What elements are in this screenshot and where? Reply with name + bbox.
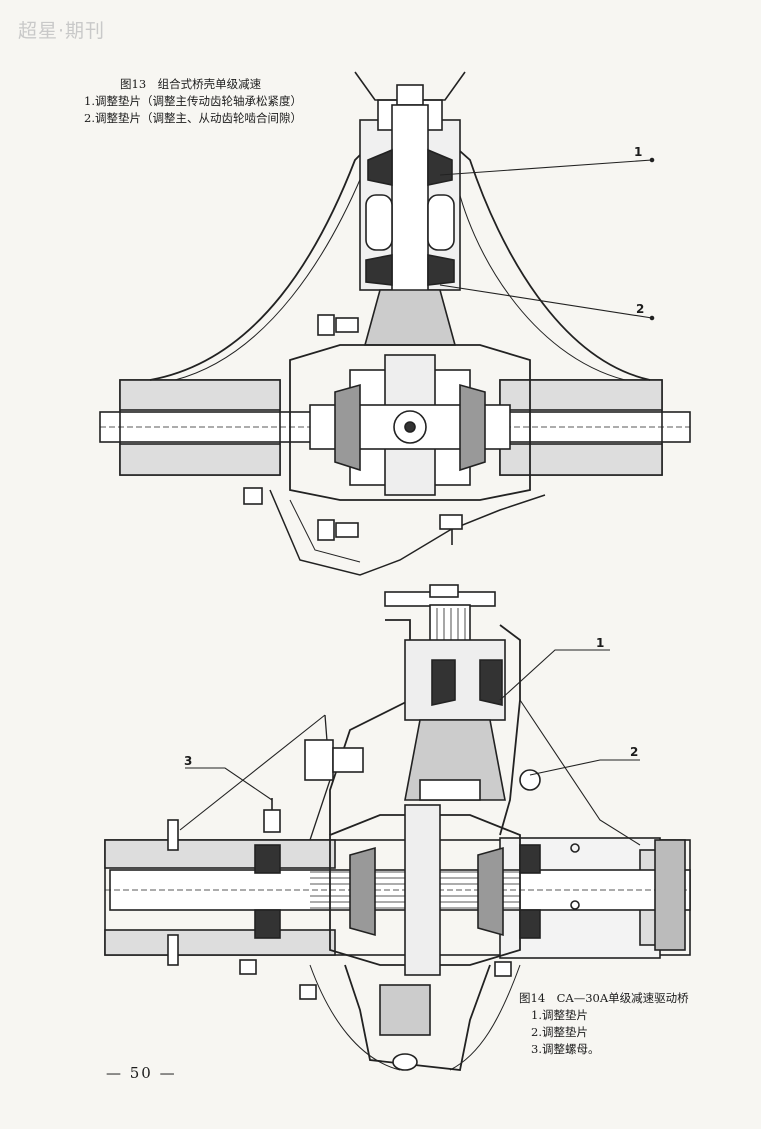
watermark: 超星·期刊 bbox=[18, 20, 106, 42]
figure14-callout-1: 1 bbox=[596, 636, 605, 650]
figure14-caption-item: 2.调整垫片 bbox=[531, 1025, 588, 1039]
figure13-callout-1: 1 bbox=[634, 145, 643, 159]
figure13-callout-2: 2 bbox=[636, 302, 645, 316]
figure13-caption: 图13 组合式桥壳单级减速 1.调整垫片（调整主传动齿轮轴承松紧度） 2.调整垫… bbox=[84, 76, 302, 127]
figure14-callout-2: 2 bbox=[630, 745, 639, 759]
figure13-caption-item: 2.调整垫片（调整主、从动齿轮啮合间隙） bbox=[84, 111, 302, 125]
figure14-caption-title: 图14 CA—30A单级减速驱动桥 bbox=[519, 991, 689, 1005]
figure14-caption-item: 1.调整垫片 bbox=[531, 1008, 588, 1022]
figure13-caption-title: 图13 组合式桥壳单级减速 bbox=[120, 77, 262, 91]
figure13-drawing bbox=[99, 71, 691, 576]
figure14-caption-item: 3.调整螺母。 bbox=[531, 1042, 600, 1056]
figure14-drawing bbox=[104, 584, 691, 1071]
figure14-callout-3: 3 bbox=[184, 754, 193, 768]
figure14-caption: 图14 CA—30A单级减速驱动桥 1.调整垫片 2.调整垫片 3.调整螺母。 bbox=[519, 990, 689, 1058]
figure13-caption-item: 1.调整垫片（调整主传动齿轮轴承松紧度） bbox=[84, 94, 302, 108]
page-number: — 50 — bbox=[106, 1064, 177, 1082]
